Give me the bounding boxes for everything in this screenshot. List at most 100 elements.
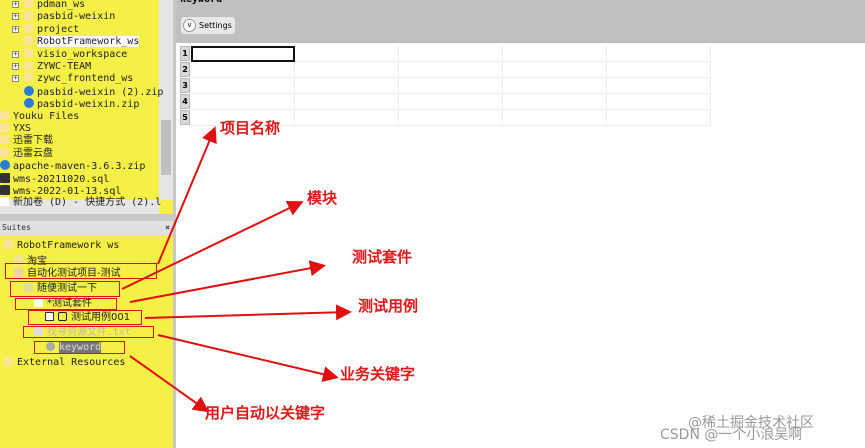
grid-cell[interactable]: [295, 62, 399, 78]
close-icon[interactable]: ×: [165, 223, 170, 232]
tree-item[interactable]: apache-maven-3.6.3.zip: [0, 160, 145, 172]
suite-item-test-suite[interactable]: *测试套件: [34, 298, 92, 310]
keyword-item[interactable]: keyword: [46, 342, 102, 354]
tree-item-label: project: [37, 23, 80, 35]
tree-item-label: 迅雷下载: [13, 135, 53, 147]
tree-item[interactable]: pasbid-weixin (2).zip: [24, 85, 163, 98]
suites-header: Suites×: [0, 221, 173, 235]
grid-cell[interactable]: [399, 46, 503, 62]
tree-item[interactable]: pasbid-weixin.zip: [24, 98, 139, 110]
grid-cell[interactable]: [191, 62, 295, 78]
watermark-csdn: CSDN @一个小浪吴啊: [660, 427, 803, 443]
tree-item-label: 新加卷 (D) - 快捷方式 (2).l: [13, 197, 162, 209]
tree-item[interactable]: 迅雷下载: [0, 135, 53, 147]
grid-cell[interactable]: [295, 94, 399, 110]
scrollbar-thumb[interactable]: [161, 120, 171, 175]
tree-item[interactable]: + project: [12, 23, 80, 36]
grid-cell[interactable]: [607, 78, 711, 94]
grid-cell[interactable]: [295, 46, 399, 62]
tree-item[interactable]: 新加卷 (D) - 快捷方式 (2).l: [0, 197, 161, 209]
suite-item-taobao[interactable]: 淘宝: [14, 256, 47, 268]
row-header[interactable]: 1: [180, 46, 190, 61]
grid-cell[interactable]: [191, 78, 295, 94]
tree-item-label: apache-maven-3.6.3.zip: [13, 161, 146, 173]
grid-cell[interactable]: [399, 94, 503, 110]
annotation-project-name: 项目名称: [220, 119, 281, 137]
expand-icon[interactable]: +: [12, 62, 19, 70]
tree-item-label: wms-20211020.sql: [13, 173, 110, 185]
annotation-test-case: 测试用例: [358, 297, 419, 315]
suite-item-project[interactable]: 自动化测试项目-测试: [14, 268, 121, 280]
annotation-module: 模块: [307, 189, 338, 207]
grid-cell[interactable]: [295, 78, 399, 94]
arrow-case: [144, 304, 352, 321]
suite-root[interactable]: RobotFramework ws: [4, 240, 119, 252]
tree-item[interactable]: RobotFramework_ws: [24, 36, 140, 48]
tree-item[interactable]: +visio_workspace: [12, 48, 127, 61]
grid-cell[interactable]: [399, 62, 503, 78]
folder-icon: [24, 61, 33, 70]
grid-cell[interactable]: [503, 78, 607, 94]
grid-cell[interactable]: [295, 110, 399, 126]
suite-label: *测试套件: [47, 298, 92, 309]
tree-item[interactable]: +pdman_ws: [12, 0, 85, 11]
grid-cell[interactable]: [607, 62, 711, 78]
checkbox[interactable]: [45, 312, 54, 321]
vertical-scrollbar[interactable]: [159, 0, 173, 200]
grid-cell[interactable]: [399, 78, 503, 94]
test-case-item[interactable]: 测试用例001: [45, 312, 130, 324]
row-header[interactable]: 3: [180, 78, 190, 93]
tree-item[interactable]: +zywc_frontend_ws: [12, 73, 133, 85]
expand-icon[interactable]: +: [12, 49, 19, 58]
tree-item[interactable]: wms-20211020.sql: [0, 172, 110, 185]
expand-icon[interactable]: +: [12, 0, 19, 8]
expand-icon[interactable]: +: [12, 24, 19, 33]
expand-icon[interactable]: +: [12, 74, 19, 83]
row-header[interactable]: 5: [180, 110, 190, 125]
grid-cell[interactable]: [607, 94, 711, 110]
tree-item[interactable]: Youku Files: [0, 110, 80, 123]
grid-cell[interactable]: [399, 110, 503, 126]
suite-icon: [14, 268, 23, 277]
zip-icon: [0, 160, 10, 171]
grid-cell[interactable]: [191, 46, 295, 62]
grid-cell[interactable]: [503, 94, 607, 110]
folder-icon: [4, 357, 13, 366]
grid-cell[interactable]: [191, 110, 295, 126]
row-header[interactable]: 4: [180, 94, 190, 109]
tree-item[interactable]: YXS: [0, 123, 31, 135]
grid-cell[interactable]: [503, 62, 607, 78]
grid-cell[interactable]: [503, 110, 607, 126]
settings-label: Settings: [199, 21, 232, 30]
suite-label: 随便测试一下: [37, 283, 97, 294]
row-header[interactable]: 2: [180, 62, 190, 77]
resource-file-item[interactable]: 找寻资源文件.txt: [34, 327, 131, 339]
tree-item[interactable]: 迅雷云盘: [0, 147, 53, 160]
tree-item[interactable]: + pasbid-weixin: [12, 11, 116, 23]
grid-cell[interactable]: [503, 46, 607, 62]
grid-cell[interactable]: [607, 46, 711, 62]
test-case-label: 测试用例001: [71, 312, 131, 323]
tree-item-label: YXS: [13, 123, 32, 134]
suite-item-module[interactable]: 随便测试一下: [24, 283, 97, 295]
highlight-keyword: [34, 341, 125, 354]
grid-cell[interactable]: [191, 94, 295, 110]
external-resources[interactable]: External Resources: [4, 357, 125, 369]
tree-item-label: Youku Files: [13, 110, 80, 122]
folder-icon: [14, 256, 23, 265]
sql-icon: [0, 185, 10, 195]
link-icon: [0, 197, 9, 207]
folder-icon: [4, 240, 13, 249]
expand-icon[interactable]: +: [12, 12, 19, 21]
folder-icon: [24, 73, 33, 83]
grid-cell[interactable]: [607, 110, 711, 126]
resource-label: 找寻资源文件.txt: [47, 327, 132, 338]
tree-item[interactable]: +ZYWC-TEAM: [12, 61, 91, 73]
tree-item[interactable]: wms-2022-01-13.sql: [0, 185, 121, 197]
tree-item-label: pasbid-weixin: [37, 11, 116, 23]
highlight-module: [10, 281, 120, 297]
horizontal-scrollbar[interactable]: [0, 200, 159, 214]
